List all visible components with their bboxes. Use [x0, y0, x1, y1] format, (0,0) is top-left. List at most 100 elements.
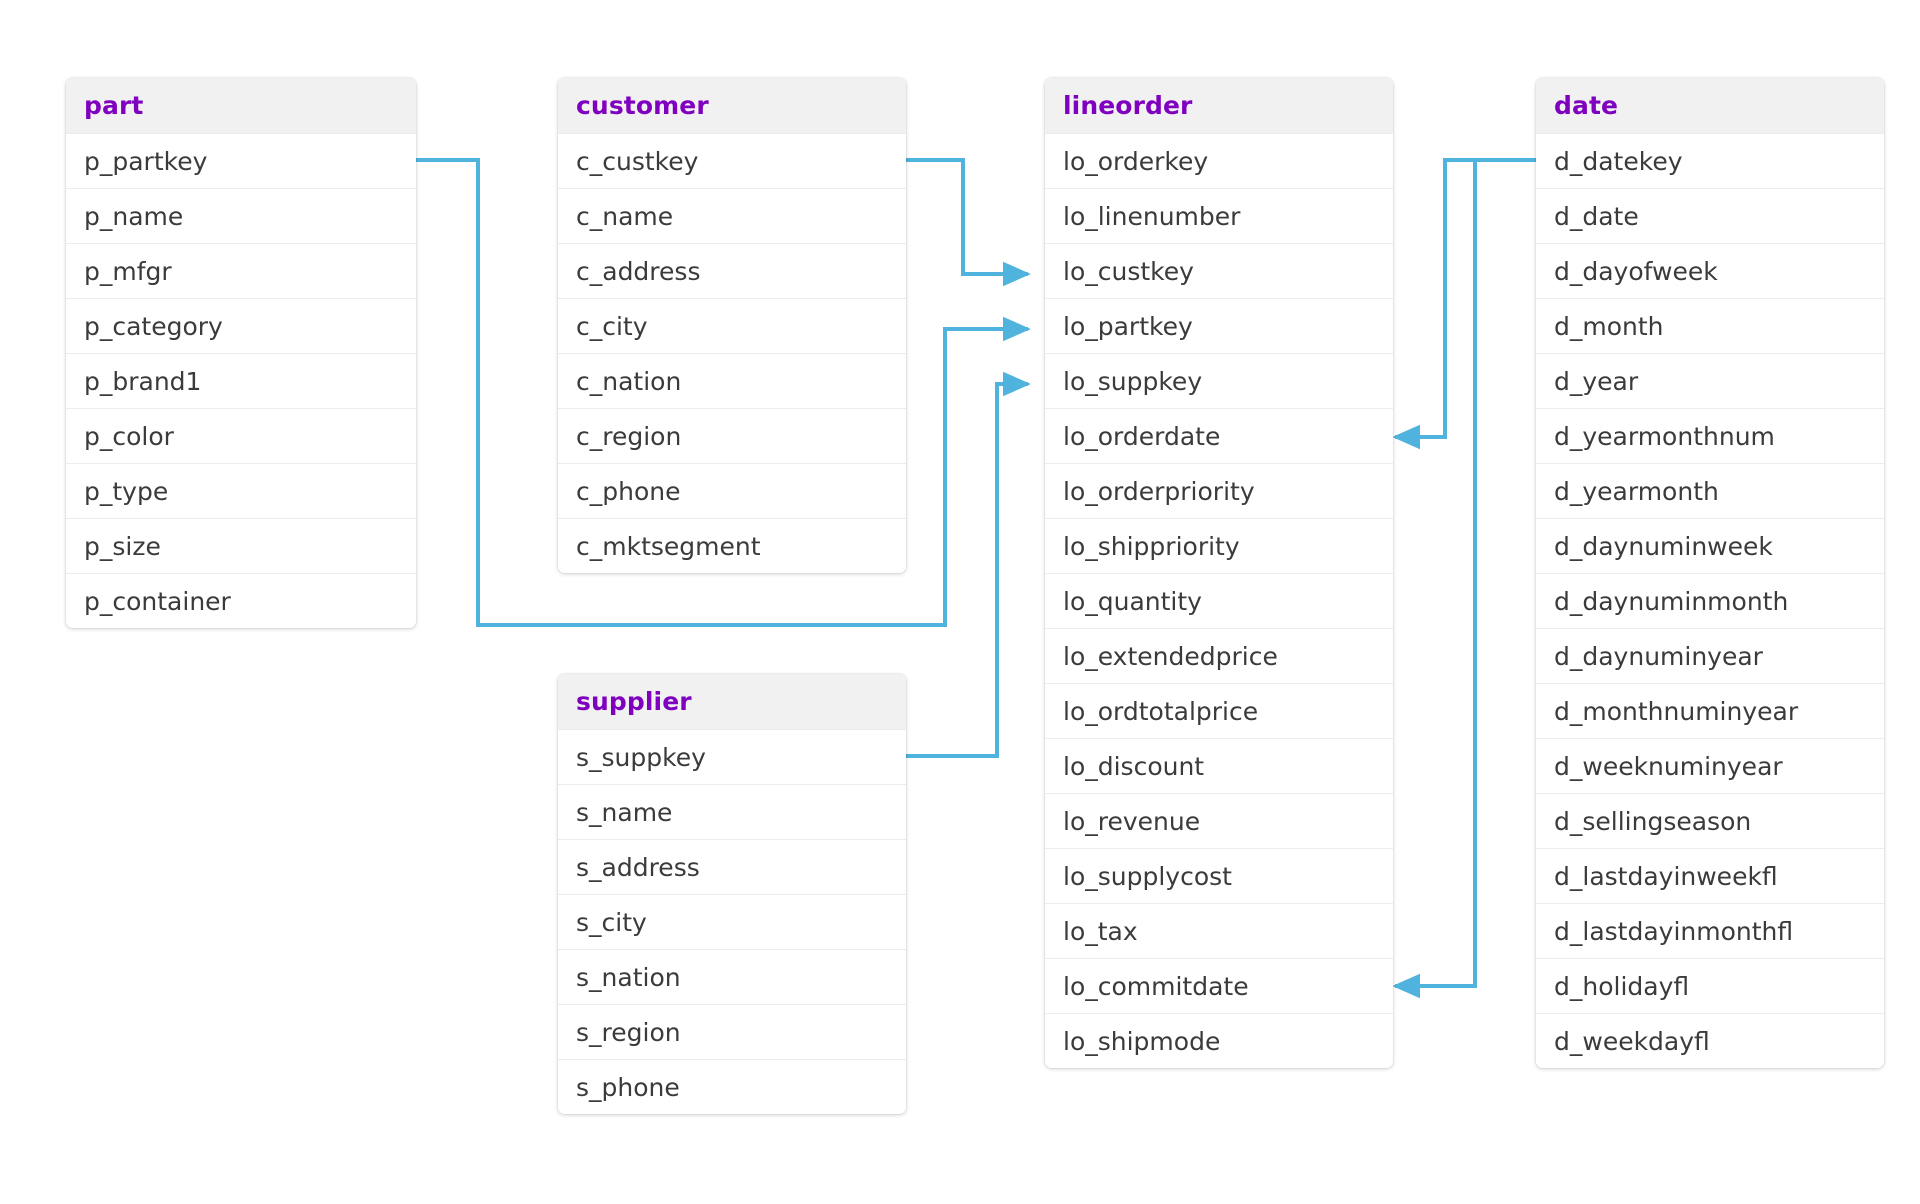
- entity-date-header: date: [1536, 78, 1884, 133]
- attribute-label: d_lastdayinmonthfl: [1554, 916, 1794, 946]
- attribute-label: lo_orderdate: [1063, 421, 1221, 451]
- entity-date-title: date: [1554, 91, 1619, 120]
- attribute-row[interactable]: p_category: [66, 298, 416, 353]
- attribute-label: d_yearmonthnum: [1554, 421, 1775, 451]
- attribute-row[interactable]: p_partkey: [66, 133, 416, 188]
- attribute-row[interactable]: d_yearmonthnum: [1536, 408, 1884, 463]
- attribute-row[interactable]: p_color: [66, 408, 416, 463]
- attribute-row[interactable]: d_date: [1536, 188, 1884, 243]
- attribute-label: d_sellingseason: [1554, 806, 1752, 836]
- attribute-row[interactable]: s_address: [558, 839, 906, 894]
- attribute-row[interactable]: c_address: [558, 243, 906, 298]
- attribute-label: d_datekey: [1554, 146, 1683, 176]
- attribute-label: d_daynuminmonth: [1554, 586, 1789, 616]
- edge-customer-lineorder: [906, 158, 1031, 287]
- attribute-row[interactable]: lo_linenumber: [1045, 188, 1393, 243]
- entity-supplier-header: supplier: [558, 674, 906, 729]
- attribute-row[interactable]: c_city: [558, 298, 906, 353]
- attribute-label: lo_orderkey: [1063, 146, 1209, 176]
- attribute-row[interactable]: lo_commitdate: [1045, 958, 1393, 1013]
- attribute-label: p_brand1: [84, 366, 202, 396]
- attribute-label: d_monthnuminyear: [1554, 696, 1799, 726]
- attribute-row[interactable]: c_custkey: [558, 133, 906, 188]
- attribute-label: lo_quantity: [1063, 586, 1202, 616]
- attribute-row[interactable]: s_suppkey: [558, 729, 906, 784]
- attribute-row[interactable]: lo_custkey: [1045, 243, 1393, 298]
- attribute-row[interactable]: lo_supplycost: [1045, 848, 1393, 903]
- attribute-row[interactable]: lo_extendedprice: [1045, 628, 1393, 683]
- entity-supplier[interactable]: supplier s_suppkey s_name s_address s_ci…: [558, 674, 906, 1114]
- entity-lineorder[interactable]: lineorder lo_orderkey lo_linenumber lo_c…: [1045, 78, 1393, 1068]
- attribute-label: lo_ordtotalprice: [1063, 696, 1259, 726]
- attribute-label: s_nation: [576, 962, 681, 992]
- attribute-row[interactable]: s_name: [558, 784, 906, 839]
- attribute-label: p_size: [84, 531, 161, 561]
- attribute-row[interactable]: d_month: [1536, 298, 1884, 353]
- attribute-row[interactable]: lo_tax: [1045, 903, 1393, 958]
- attribute-label: s_city: [576, 907, 647, 937]
- attribute-label: p_category: [84, 311, 223, 341]
- attribute-row[interactable]: d_daynuminmonth: [1536, 573, 1884, 628]
- attribute-row[interactable]: d_daynuminweek: [1536, 518, 1884, 573]
- attribute-row[interactable]: d_monthnuminyear: [1536, 683, 1884, 738]
- attribute-row[interactable]: lo_orderdate: [1045, 408, 1393, 463]
- attribute-label: p_partkey: [84, 146, 208, 176]
- attribute-row[interactable]: lo_ordtotalprice: [1045, 683, 1393, 738]
- entity-customer-header: customer: [558, 78, 906, 133]
- attribute-row[interactable]: lo_quantity: [1045, 573, 1393, 628]
- attribute-row[interactable]: s_nation: [558, 949, 906, 1004]
- attribute-row[interactable]: lo_discount: [1045, 738, 1393, 793]
- attribute-row[interactable]: p_container: [66, 573, 416, 628]
- attribute-row[interactable]: lo_orderkey: [1045, 133, 1393, 188]
- attribute-label: lo_orderpriority: [1063, 476, 1255, 506]
- attribute-label: lo_linenumber: [1063, 201, 1241, 231]
- attribute-row[interactable]: lo_suppkey: [1045, 353, 1393, 408]
- attribute-label: d_holidayfl: [1554, 971, 1690, 1001]
- attribute-row[interactable]: lo_shipmode: [1045, 1013, 1393, 1068]
- attribute-row[interactable]: c_phone: [558, 463, 906, 518]
- entity-date[interactable]: date d_datekey d_date d_dayofweek d_mont…: [1536, 78, 1884, 1068]
- attribute-row[interactable]: p_type: [66, 463, 416, 518]
- attribute-row[interactable]: p_size: [66, 518, 416, 573]
- attribute-label: lo_shippriority: [1063, 531, 1240, 561]
- edge-date-lineorder-commitdate: [1392, 158, 1536, 999]
- attribute-row[interactable]: lo_partkey: [1045, 298, 1393, 353]
- entity-lineorder-title: lineorder: [1063, 91, 1193, 120]
- attribute-row[interactable]: d_sellingseason: [1536, 793, 1884, 848]
- attribute-label: lo_revenue: [1063, 806, 1201, 836]
- attribute-row[interactable]: d_holidayfl: [1536, 958, 1884, 1013]
- attribute-label: p_color: [84, 421, 174, 451]
- attribute-row[interactable]: d_yearmonth: [1536, 463, 1884, 518]
- attribute-row[interactable]: c_region: [558, 408, 906, 463]
- attribute-row[interactable]: d_daynuminyear: [1536, 628, 1884, 683]
- attribute-label: lo_custkey: [1063, 256, 1194, 286]
- attribute-row[interactable]: lo_orderpriority: [1045, 463, 1393, 518]
- attribute-row[interactable]: c_mktsegment: [558, 518, 906, 573]
- attribute-row[interactable]: lo_revenue: [1045, 793, 1393, 848]
- attribute-label: s_region: [576, 1017, 681, 1047]
- entity-part[interactable]: part p_partkey p_name p_mfgr p_category …: [66, 78, 416, 628]
- entity-customer-title: customer: [576, 91, 709, 120]
- attribute-row[interactable]: d_dayofweek: [1536, 243, 1884, 298]
- attribute-row[interactable]: s_city: [558, 894, 906, 949]
- attribute-row[interactable]: d_lastdayinweekfl: [1536, 848, 1884, 903]
- entity-part-title: part: [84, 91, 144, 120]
- attribute-row[interactable]: c_name: [558, 188, 906, 243]
- attribute-row[interactable]: d_year: [1536, 353, 1884, 408]
- attribute-row[interactable]: s_region: [558, 1004, 906, 1059]
- attribute-row[interactable]: d_datekey: [1536, 133, 1884, 188]
- attribute-row[interactable]: d_weeknuminyear: [1536, 738, 1884, 793]
- attribute-row[interactable]: s_phone: [558, 1059, 906, 1114]
- attribute-label: lo_shipmode: [1063, 1026, 1221, 1056]
- attribute-row[interactable]: c_nation: [558, 353, 906, 408]
- attribute-row[interactable]: p_mfgr: [66, 243, 416, 298]
- attribute-row[interactable]: d_weekdayfl: [1536, 1013, 1884, 1068]
- attribute-row[interactable]: p_brand1: [66, 353, 416, 408]
- attribute-row[interactable]: lo_shippriority: [1045, 518, 1393, 573]
- attribute-label: lo_discount: [1063, 751, 1205, 781]
- attribute-row[interactable]: d_lastdayinmonthfl: [1536, 903, 1884, 958]
- entity-customer[interactable]: customer c_custkey c_name c_address c_ci…: [558, 78, 906, 573]
- attribute-row[interactable]: p_name: [66, 188, 416, 243]
- attribute-label: lo_suppkey: [1063, 366, 1203, 396]
- attribute-label: d_weekdayfl: [1554, 1026, 1710, 1056]
